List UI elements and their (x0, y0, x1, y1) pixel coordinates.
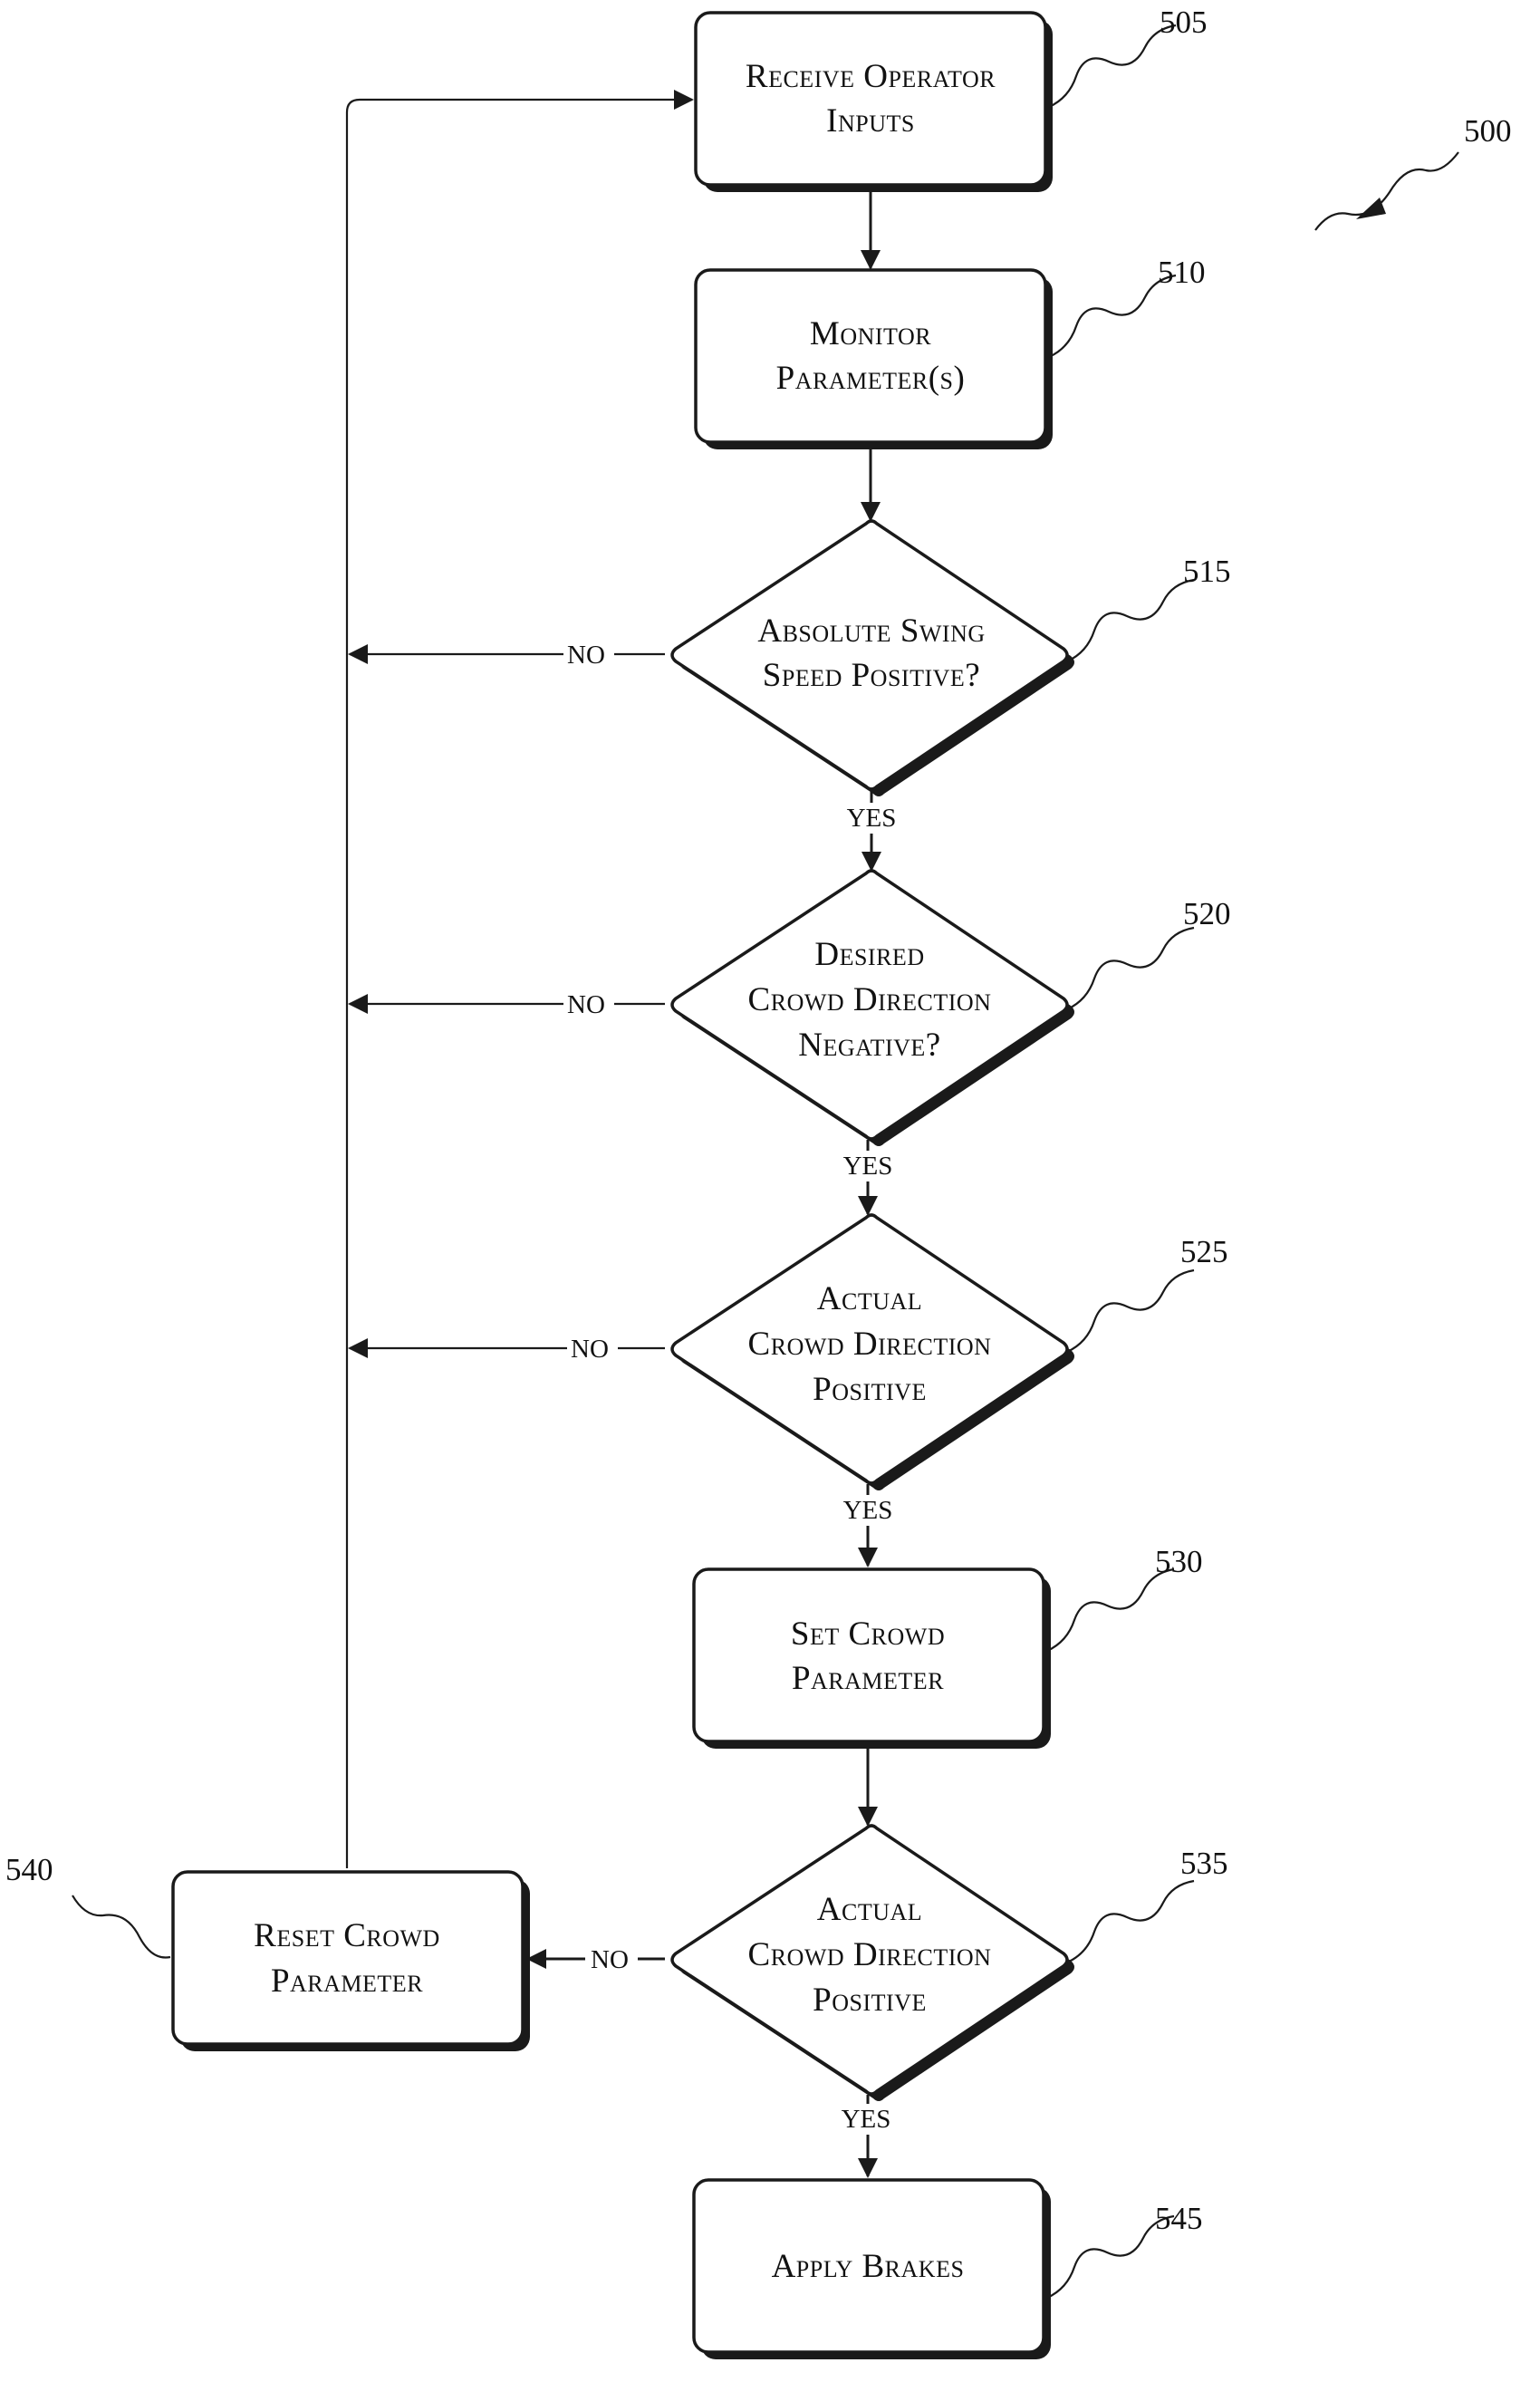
node-515-line-2: Speed Positive? (763, 657, 980, 694)
node-505-line-2: Inputs (826, 102, 915, 140)
node-520-line-3: Negative? (798, 1027, 940, 1064)
node-525-line-2: Crowd Direction (748, 1326, 992, 1363)
edge-525-no: NO (350, 1335, 665, 1364)
node-510-line-2: Parameter(s) (776, 360, 966, 397)
ref-520: 520 (1067, 896, 1231, 1009)
node-505-line-1: Receive Operator (746, 58, 996, 95)
ref-535: 535 (1067, 1846, 1228, 1962)
node-535: Actual Crowd Direction Positive (672, 1826, 1074, 2101)
node-515: Absolute Swing Speed Positive? (672, 521, 1074, 796)
edge-520-525: YES (843, 1140, 893, 1214)
svg-text:525: 525 (1180, 1234, 1228, 1269)
node-535-line-2: Crowd Direction (748, 1936, 992, 1973)
figure-ref-500: 500 (1315, 113, 1512, 230)
node-515-line-1: Absolute Swing (757, 612, 985, 650)
node-545-line-1: Apply Brakes (772, 2248, 965, 2285)
svg-text:510: 510 (1158, 255, 1206, 290)
ref-540: 540 (5, 1852, 170, 1958)
svg-text:520: 520 (1183, 896, 1231, 931)
node-520-line-2: Crowd Direction (748, 981, 992, 1018)
edge-525-530: YES (843, 1484, 893, 1566)
node-545: Apply Brakes (694, 2180, 1051, 2359)
edge-525-530-label: YES (843, 1496, 893, 1525)
node-510-line-1: Monitor (810, 315, 931, 352)
svg-text:535: 535 (1180, 1846, 1228, 1881)
node-540-line-1: Reset Crowd (254, 1917, 440, 1954)
node-530: Set Crowd Parameter (694, 1569, 1051, 1749)
edge-525-no-label: NO (571, 1335, 609, 1364)
edge-515-no-label: NO (567, 641, 605, 670)
node-505: Receive Operator Inputs (696, 13, 1053, 192)
ref-510: 510 (1049, 255, 1206, 357)
node-535-line-1: Actual (817, 1891, 922, 1928)
ref-505: 505 (1049, 5, 1208, 107)
edge-535-540-label: NO (591, 1945, 629, 1974)
edge-520-no-label: NO (567, 990, 605, 1019)
node-540-line-2: Parameter (271, 1962, 423, 2000)
ref-515: 515 (1067, 554, 1231, 661)
svg-text:540: 540 (5, 1852, 53, 1887)
ref-545: 545 (1047, 2201, 1203, 2298)
node-510: Monitor Parameter(s) (696, 270, 1053, 449)
node-525: Actual Crowd Direction Positive (672, 1215, 1074, 1490)
node-525-line-1: Actual (817, 1280, 922, 1317)
node-540: Reset Crowd Parameter (173, 1872, 530, 2051)
node-520-line-1: Desired (814, 936, 924, 973)
ref-530: 530 (1047, 1544, 1203, 1651)
node-535-line-3: Positive (813, 1982, 927, 2019)
edge-535-545: YES (842, 2095, 891, 2176)
svg-text:545: 545 (1155, 2201, 1203, 2236)
node-525-line-3: Positive (813, 1371, 927, 1408)
edge-540-505 (347, 100, 692, 1868)
node-520: Desired Crowd Direction Negative? (672, 871, 1074, 1146)
svg-text:530: 530 (1155, 1544, 1203, 1579)
ref-525: 525 (1067, 1234, 1228, 1352)
edge-535-540: NO (528, 1945, 665, 1974)
svg-text:505: 505 (1160, 5, 1208, 40)
edge-515-520: YES (847, 790, 897, 870)
edge-520-no: NO (350, 990, 665, 1019)
svg-text:500: 500 (1464, 113, 1512, 149)
edge-535-545-label: YES (842, 2105, 891, 2134)
edge-515-520-label: YES (847, 804, 897, 833)
edge-520-525-label: YES (843, 1152, 893, 1181)
svg-text:515: 515 (1183, 554, 1231, 589)
node-530-line-1: Set Crowd (791, 1615, 945, 1653)
node-530-line-2: Parameter (792, 1660, 944, 1697)
edge-515-no: NO (350, 641, 665, 670)
